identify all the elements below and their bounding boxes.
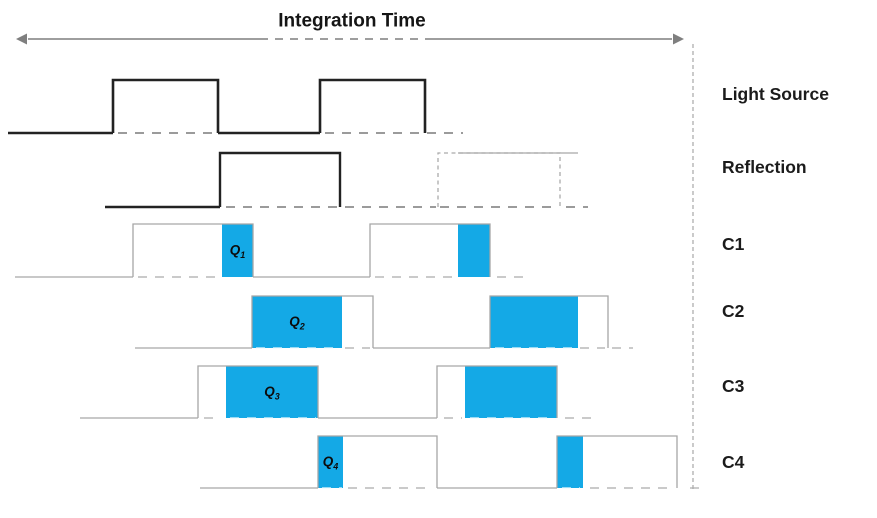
pulse [132, 223, 254, 277]
row-label-light-source: Light Source [722, 84, 829, 104]
pulse [436, 365, 558, 418]
row-c2: Q2 C2 [135, 295, 745, 349]
row-label-c1: C1 [722, 234, 745, 254]
pulse [111, 78, 220, 133]
row-c1: Q1 C1 [15, 223, 745, 278]
row-c4: Q4 C4 [200, 435, 745, 489]
charge-fill [226, 366, 318, 418]
charge-label-q2: Q2 [289, 314, 305, 332]
row-reflection: Reflection [105, 151, 807, 209]
pulse [318, 78, 427, 133]
pulse [317, 435, 438, 488]
charge-fill [557, 436, 583, 488]
charge-label-q1: Q1 [230, 243, 246, 261]
row-light-source: Light Source [8, 78, 829, 135]
charge-label-q3: Q3 [264, 384, 280, 402]
pulse [197, 365, 319, 418]
pulse [556, 435, 678, 488]
charge-fill [222, 224, 253, 277]
integration-time-arrow [16, 33, 684, 45]
charge-fill [465, 366, 557, 418]
row-label-reflection: Reflection [722, 157, 807, 177]
row-label-c4: C4 [722, 452, 745, 472]
charge-fill [252, 296, 342, 348]
charge-fill [318, 436, 343, 488]
pulse [369, 223, 491, 277]
pulse [489, 295, 609, 348]
row-c3: Q3 C3 [80, 365, 745, 419]
charge-fill [490, 296, 578, 348]
row-label-c3: C3 [722, 376, 745, 396]
arrow-head-right [673, 33, 684, 45]
pulse-dashed [437, 152, 561, 207]
charge-fill [458, 224, 490, 277]
pulse [218, 151, 342, 207]
pulse [251, 295, 374, 348]
diagram-title: Integration Time [278, 11, 425, 32]
charge-label-q4: Q4 [323, 454, 339, 472]
arrow-head-left [16, 33, 27, 45]
row-label-c2: C2 [722, 301, 745, 321]
